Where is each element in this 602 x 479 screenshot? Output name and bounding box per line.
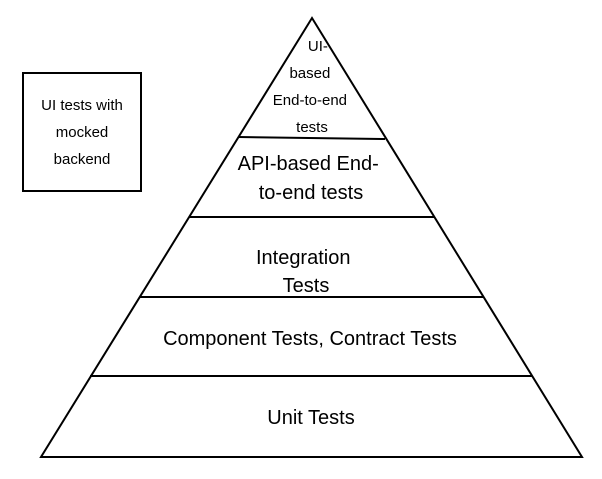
level-ui-e2e-line-1: UI- bbox=[308, 38, 328, 55]
level-integration-line-1: Integration bbox=[256, 247, 351, 269]
pyramid-outline bbox=[39, 16, 584, 458]
level-ui-e2e-line-4: tests bbox=[296, 119, 328, 136]
level-unit-line-1: Unit Tests bbox=[267, 407, 354, 429]
level-ui-e2e-line-3: End-to-end bbox=[273, 92, 347, 109]
level-unit-label: Unit Tests bbox=[267, 407, 354, 429]
level-ui-e2e-line-2: based bbox=[289, 65, 330, 82]
level-integration-label: Integration Tests bbox=[256, 247, 356, 297]
side-box-label: UI tests with mocked backend bbox=[32, 92, 132, 173]
side-box-line-1: UI tests with bbox=[41, 96, 123, 114]
level-ui-e2e-label: UI- based End-to-end tests bbox=[273, 38, 351, 136]
level-component-contract-label: Component Tests, Contract Tests bbox=[163, 328, 457, 350]
side-box-line-3: backend bbox=[53, 150, 111, 168]
level-api-e2e-line-2: to-end tests bbox=[259, 182, 364, 204]
level-component-contract-line-1: Component Tests, Contract Tests bbox=[163, 328, 457, 350]
pyramid-divider-1 bbox=[237, 136, 386, 140]
level-api-e2e-line-1: API-based End- bbox=[238, 153, 379, 175]
level-integration-line-2: Tests bbox=[283, 275, 330, 297]
level-api-e2e-label: API-based End- to-end tests bbox=[238, 153, 385, 204]
side-box-ui-tests-mocked-backend: UI tests with mocked backend bbox=[22, 72, 142, 192]
side-box-line-2: mocked bbox=[55, 123, 109, 141]
